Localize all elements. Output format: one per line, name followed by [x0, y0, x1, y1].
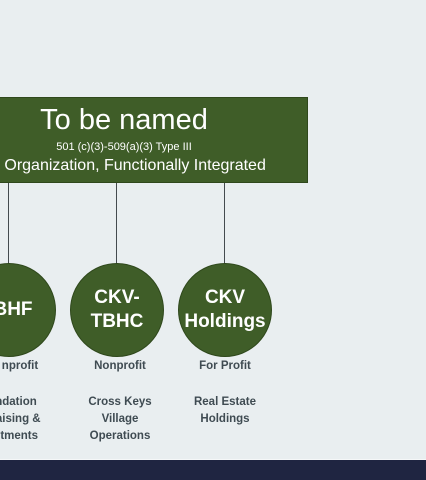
entity-description-line: Real Estate	[193, 396, 256, 408]
parent-tax-status: 501 (c)(3)-509(a)(3) Type III	[56, 141, 192, 153]
entity-description: Real Estate Holdings	[165, 394, 285, 428]
connector-line-3	[224, 183, 225, 265]
entity-type-label: nprofit	[1, 360, 39, 372]
entity-description: Cross Keys Village Operations	[60, 394, 180, 445]
entity-name-line: BHF	[0, 299, 33, 320]
entity-type-label: For Profit	[199, 360, 251, 372]
entity-description-line: Operations	[89, 430, 151, 442]
entity-circle-ckv-holdings: CKV Holdings	[178, 263, 272, 357]
entity-description-line: ndation	[0, 396, 37, 408]
connector-line-1	[8, 183, 9, 265]
entity-type-label: Nonprofit	[94, 360, 146, 372]
entity-name-line: CKV	[204, 287, 246, 308]
parent-description: ng Organization, Functionally Integrated	[0, 157, 266, 174]
entity-description: ndation raising & stments	[0, 394, 76, 445]
entity-description-line: Holdings	[200, 413, 250, 425]
entity-description-line: Cross Keys	[88, 396, 152, 408]
parent-organization-box: To be named 501 (c)(3)-509(a)(3) Type II…	[0, 97, 308, 183]
entity-circle-ckv-tbhc: CKV- TBHC	[70, 263, 164, 357]
entity-name-line: CKV-	[94, 287, 140, 308]
entity-name-line: TBHC	[90, 311, 144, 332]
entity-description-line: stments	[0, 430, 39, 442]
entity-circle-bhf: BHF	[0, 263, 56, 357]
org-chart-slide: To be named 501 (c)(3)-509(a)(3) Type II…	[0, 97, 308, 445]
entity-description-line: raising &	[0, 413, 41, 425]
entity-name-line: Holdings	[184, 311, 266, 332]
connector-line-2	[116, 183, 117, 265]
parent-title: To be named	[40, 104, 208, 136]
entity-description-line: Village	[101, 413, 139, 425]
footer-band	[0, 460, 426, 480]
